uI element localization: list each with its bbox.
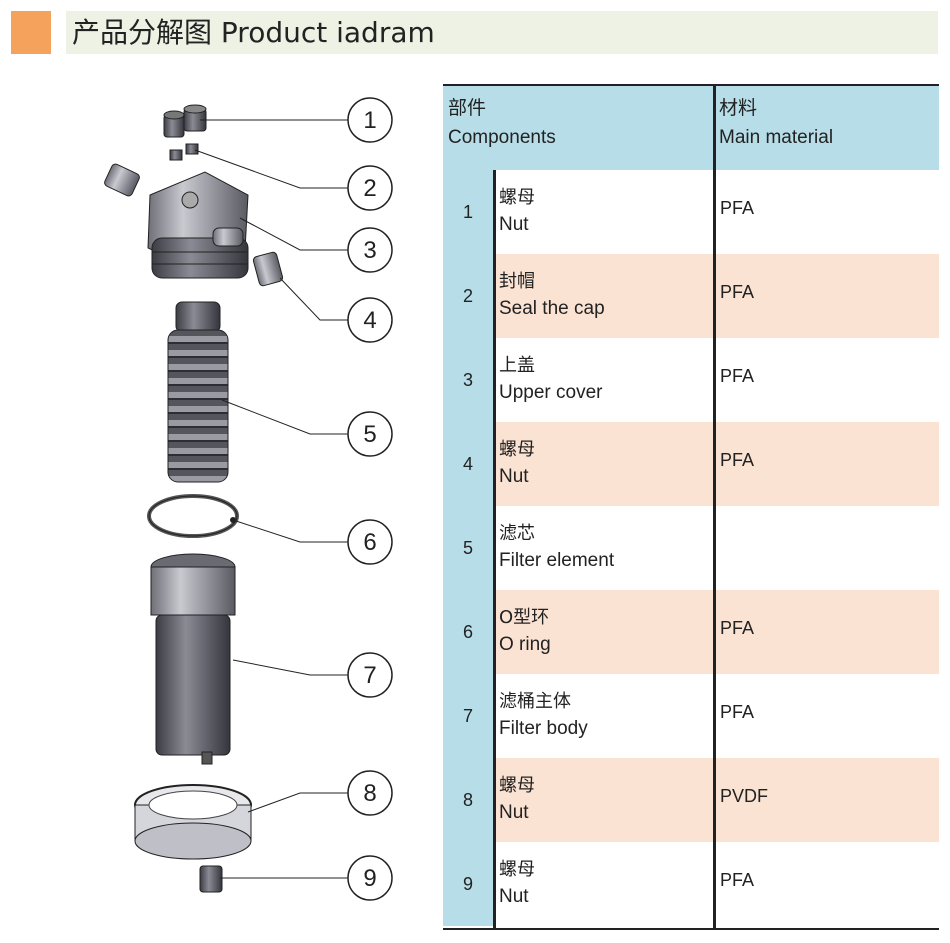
component-cn: 滤桶主体 [499,691,571,712]
svg-text:3: 3 [363,237,376,264]
component-en: Nut [499,214,529,235]
svg-text:7: 7 [363,662,376,689]
side-nut [104,163,140,197]
svg-text:2: 2 [363,175,376,202]
callout-9: 9 [347,855,393,901]
svg-text:9: 9 [363,865,376,892]
row-number: 8 [443,758,493,842]
table-row: 2 封帽 Seal the cap PFA [443,254,939,338]
callout-1: 1 [347,97,393,143]
page-title: 产品分解图 Product iadram [72,16,435,49]
part-3-upper-cover [147,171,249,279]
component-cn: O型环 [499,607,550,628]
row-number: 6 [443,590,493,674]
header-components-en: Components [448,127,556,148]
callout-2: 2 [347,165,393,211]
row-number: 5 [443,506,493,590]
part-7-filter-body [150,553,236,765]
column-divider [713,86,716,928]
header-material-cn: 材料 [719,98,758,119]
header-bar [66,11,938,54]
header-material-en: Main material [719,127,834,148]
row-material: PFA [720,450,755,470]
exploded-view-figure: 1 2 3 4 5 6 7 8 9 [104,97,393,901]
component-en: Seal the cap [499,298,605,319]
row-component: 封帽 Seal the cap [499,268,605,322]
part-2-seal-caps [169,143,199,161]
row-number: 2 [443,254,493,338]
component-cn: 螺母 [499,187,535,208]
component-en: Upper cover [499,382,603,403]
parts-table: 部件 Components 材料 Main material 1 螺母 Nut … [443,84,939,930]
row-number: 3 [443,338,493,422]
component-cn: 螺母 [499,775,535,796]
callout-8: 8 [347,770,393,816]
column-divider [493,170,496,928]
row-component: 螺母 Nut [499,856,535,910]
component-en: Nut [499,802,529,823]
callout-5: 5 [347,411,393,457]
svg-text:4: 4 [363,307,376,334]
part-8-large-nut [134,784,252,860]
row-component: 螺母 Nut [499,436,535,490]
header-components: 部件 Components [448,94,556,152]
row-number: 4 [443,422,493,506]
row-component: 滤芯 Filter element [499,520,614,574]
part-1-nuts [163,104,207,138]
table-row: 3 上盖 Upper cover PFA [443,338,939,422]
leader-lines [194,119,348,879]
row-number: 1 [443,170,493,254]
header-components-cn: 部件 [448,98,487,119]
part-4-nut [252,251,284,287]
row-number: 7 [443,674,493,758]
callout-6: 6 [347,519,393,565]
part-6-o-ring [147,494,239,538]
svg-text:6: 6 [363,529,376,556]
component-cn: 上盖 [499,355,535,376]
callout-3: 3 [347,227,393,273]
header-accent-square [11,11,51,54]
row-component: O型环 O ring [499,604,551,658]
component-en: O ring [499,634,551,655]
table-row: 1 螺母 Nut PFA [443,170,939,254]
component-cn: 滤芯 [499,523,535,544]
row-component: 滤桶主体 Filter body [499,688,588,742]
row-number: 9 [443,842,493,926]
header-material: 材料 Main material [719,94,833,152]
part-5-filter-element [167,301,229,483]
component-en: Filter body [499,718,588,739]
part-9-small-nut [199,865,223,893]
component-en: Nut [499,886,529,907]
row-material: PFA [720,282,755,302]
table-row: 8 螺母 Nut PVDF [443,758,939,842]
row-material: PVDF [720,786,769,806]
table-row: 4 螺母 Nut PFA [443,422,939,506]
row-material: PFA [720,366,755,386]
svg-text:5: 5 [363,421,376,448]
component-cn: 螺母 [499,859,535,880]
row-component: 螺母 Nut [499,184,535,238]
svg-text:8: 8 [363,780,376,807]
row-material: PFA [720,702,755,722]
svg-text:1: 1 [363,107,376,134]
row-material: PFA [720,870,755,890]
row-material: PFA [720,198,755,218]
callout-4: 4 [347,297,393,343]
callout-7: 7 [347,652,393,698]
row-component: 螺母 Nut [499,772,535,826]
table-row: 5 滤芯 Filter element [443,506,939,590]
component-cn: 螺母 [499,439,535,460]
table-row: 7 滤桶主体 Filter body PFA [443,674,939,758]
component-cn: 封帽 [499,271,535,292]
component-en: Nut [499,466,529,487]
table-row: 9 螺母 Nut PFA [443,842,939,926]
table-row: 6 O型环 O ring PFA [443,590,939,674]
row-component: 上盖 Upper cover [499,352,603,406]
component-en: Filter element [499,550,615,571]
table-header: 部件 Components 材料 Main material [443,86,939,170]
row-material: PFA [720,618,755,638]
